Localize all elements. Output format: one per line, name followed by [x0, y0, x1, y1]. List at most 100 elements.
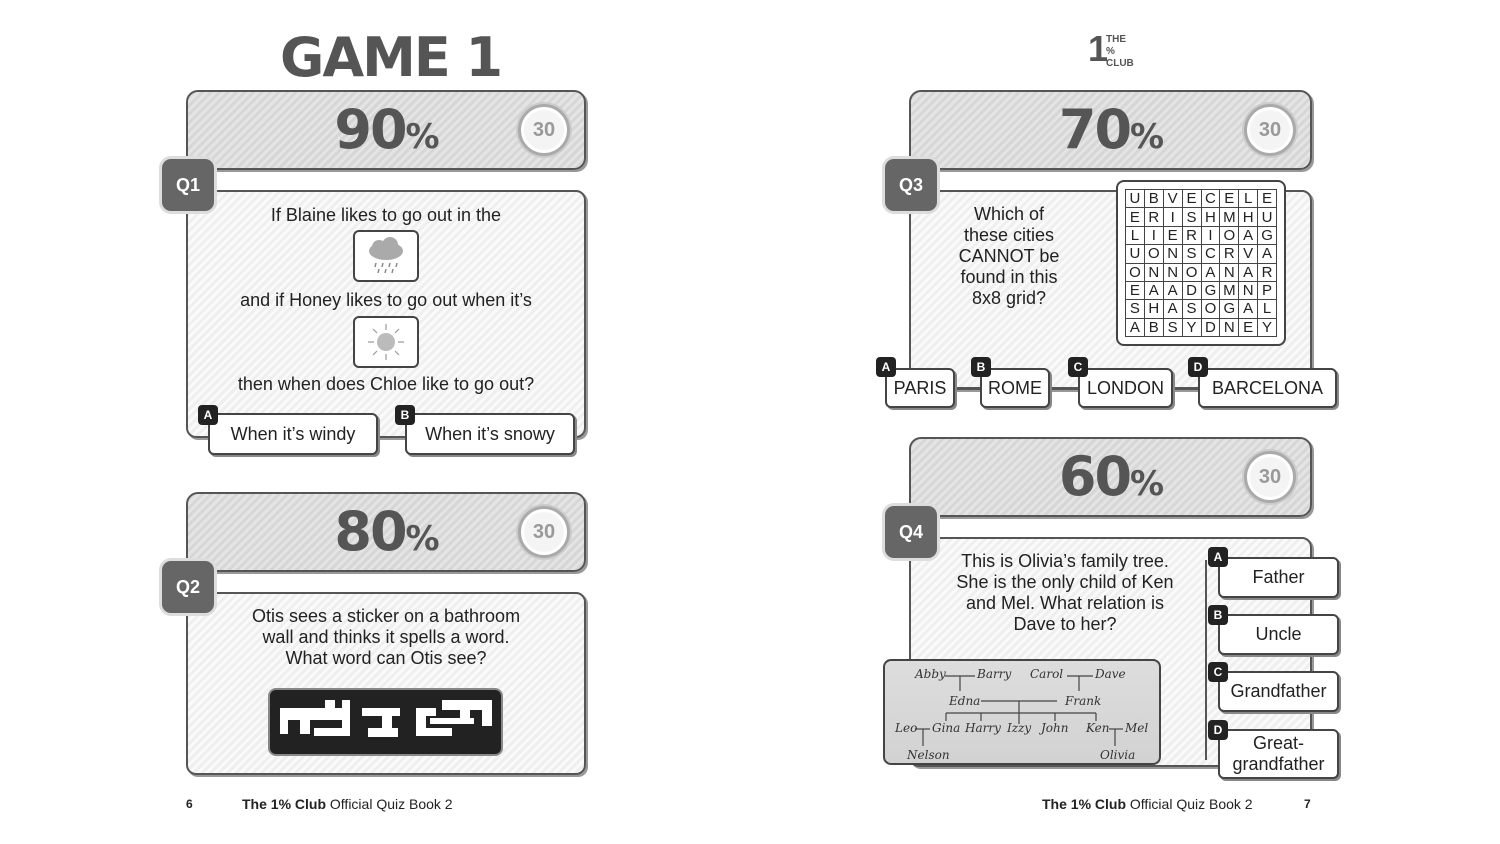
grid-cell: H: [1143, 299, 1164, 319]
grid-cell: I: [1200, 225, 1221, 246]
timer-icon: 30: [1244, 451, 1296, 503]
timer-icon: 30: [518, 104, 570, 156]
tree-name-edna: Edna: [949, 694, 981, 708]
q3-line5: 8x8 grid?: [971, 288, 1047, 308]
grid-cell: O: [1181, 262, 1202, 282]
grid-cell: I: [1143, 225, 1164, 246]
footer-right: The 1% Club Official Quiz Book 2: [1042, 796, 1253, 812]
grid-cell: N: [1162, 262, 1183, 282]
grid-cell: R: [1257, 262, 1277, 282]
grid-cell: A: [1200, 262, 1221, 282]
grid-cell: E: [1162, 225, 1183, 246]
q4-answer-c[interactable]: Grandfather: [1218, 671, 1339, 712]
grid-cell: A: [1238, 299, 1259, 319]
q3-percent: 70: [1058, 98, 1132, 161]
q4-badge: Q4: [885, 506, 937, 558]
answer-letter-d: D: [1208, 720, 1228, 740]
q1-percent: 90: [334, 98, 407, 161]
q1-line1: If Blaine likes to go out in the: [270, 205, 502, 225]
tree-name-nelson: Nelson: [907, 748, 950, 762]
grid-cell: E: [1238, 317, 1259, 338]
grid-cell: V: [1238, 244, 1259, 264]
q3-answer-d[interactable]: BARCELONA: [1198, 368, 1337, 408]
q1-badge: Q1: [162, 159, 214, 211]
tree-name-frank: Frank: [1065, 694, 1102, 708]
answer-letter-a: A: [1208, 547, 1228, 567]
grid-cell: M: [1219, 280, 1240, 301]
q1-answer-b[interactable]: When it’s snowy: [405, 413, 575, 455]
q2-line3: What word can Otis see?: [285, 648, 487, 668]
grid-cell: S: [1162, 317, 1183, 338]
q4-line2: She is the only child of Ken: [956, 572, 1174, 592]
timer-icon: 30: [518, 506, 570, 558]
grid-cell: A: [1162, 280, 1183, 301]
q4-line4: Dave to her?: [1013, 614, 1117, 634]
q4-answer-b[interactable]: Uncle: [1218, 614, 1339, 655]
grid-cell: G: [1219, 299, 1240, 319]
q1-line3: then when does Chloe like to go out?: [237, 374, 535, 394]
grid-cell: E: [1219, 188, 1240, 209]
grid-cell: R: [1181, 225, 1202, 246]
tree-name-john: John: [1041, 721, 1069, 735]
q3-line2: these cities: [963, 225, 1055, 245]
tree-name-dave: Dave: [1095, 667, 1126, 681]
q4-answer-d[interactable]: Great-grandfather: [1218, 729, 1339, 779]
tree-name-gina: Gina: [932, 721, 961, 735]
grid-cell: S: [1181, 299, 1202, 319]
q1-line2: and if Honey likes to go out when it’s: [240, 290, 532, 310]
q4-percent-banner: 60% 30: [909, 437, 1312, 517]
grid-cell: A: [1143, 280, 1164, 301]
timer-icon: 30: [1244, 104, 1296, 156]
grid-cell: E: [1257, 188, 1277, 209]
grid-cell: N: [1219, 262, 1240, 282]
grid-cell: O: [1200, 299, 1221, 319]
answer-letter-b: B: [395, 405, 415, 425]
q3-answer-c[interactable]: LONDON: [1078, 368, 1173, 408]
q2-line2: wall and thinks it spells a word.: [262, 627, 510, 647]
grid-cell: O: [1219, 225, 1240, 246]
grid-cell: A: [1238, 225, 1259, 246]
answer-letter-b: B: [971, 357, 991, 377]
answer-letter-a: A: [876, 357, 896, 377]
q3-line3: CANNOT be: [958, 246, 1060, 266]
grid-cell: G: [1257, 225, 1277, 246]
family-tree-image: Abby Barry Carol Dave Edna Frank Leo Gin…: [883, 659, 1161, 765]
answer-letter-c: C: [1208, 662, 1228, 682]
grid-cell: C: [1200, 188, 1221, 209]
tree-name-ken: Ken: [1086, 721, 1110, 735]
q3-line1: Which of: [973, 204, 1045, 224]
q1-answer-a[interactable]: When it’s windy: [208, 413, 378, 455]
grid-cell: U: [1125, 188, 1145, 209]
grid-cell: E: [1125, 207, 1145, 227]
q3-line4: found in this: [960, 267, 1058, 287]
grid-cell: H: [1200, 207, 1221, 227]
grid-cell: A: [1162, 299, 1183, 319]
grid-cell: D: [1200, 317, 1221, 338]
grid-cell: O: [1143, 244, 1164, 264]
q4-answer-a[interactable]: Father: [1218, 557, 1339, 598]
grid-cell: C: [1200, 244, 1221, 264]
grid-cell: R: [1219, 244, 1240, 264]
grid-cell: H: [1238, 207, 1259, 227]
tree-name-carol: Carol: [1030, 667, 1064, 681]
q3-percent-banner: 70% 30: [909, 90, 1312, 170]
tree-name-olivia: Olivia: [1100, 748, 1136, 762]
q4-line3: and Mel. What relation is: [965, 593, 1165, 613]
grid-cell: N: [1162, 244, 1183, 264]
q3-answer-b[interactable]: ROME: [980, 368, 1050, 408]
grid-cell: U: [1125, 244, 1145, 264]
grid-cell: O: [1125, 262, 1145, 282]
q3-answer-a[interactable]: PARIS: [885, 368, 955, 408]
one-percent-club-logo: 1 THE % CLUB: [1088, 28, 1134, 69]
grid-cell: R: [1143, 207, 1164, 227]
grid-cell: S: [1181, 244, 1202, 264]
rain-cloud-icon: [353, 230, 419, 282]
answer-letter-a: A: [198, 405, 218, 425]
grid-cell: E: [1181, 188, 1202, 209]
